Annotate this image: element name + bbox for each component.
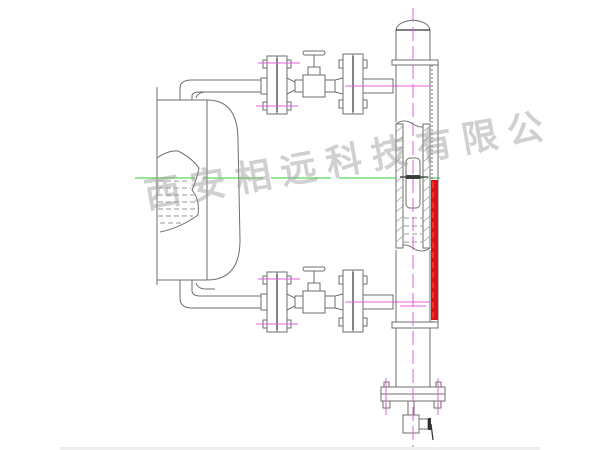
vessel-liquid <box>158 180 197 224</box>
drain-valve <box>402 400 434 441</box>
level-indicator-column <box>431 180 438 320</box>
bottom-band <box>60 447 540 450</box>
gauge-chamber <box>380 8 446 448</box>
upper-connection <box>179 50 430 115</box>
lower-connection <box>179 266 430 333</box>
vessel <box>156 87 241 290</box>
